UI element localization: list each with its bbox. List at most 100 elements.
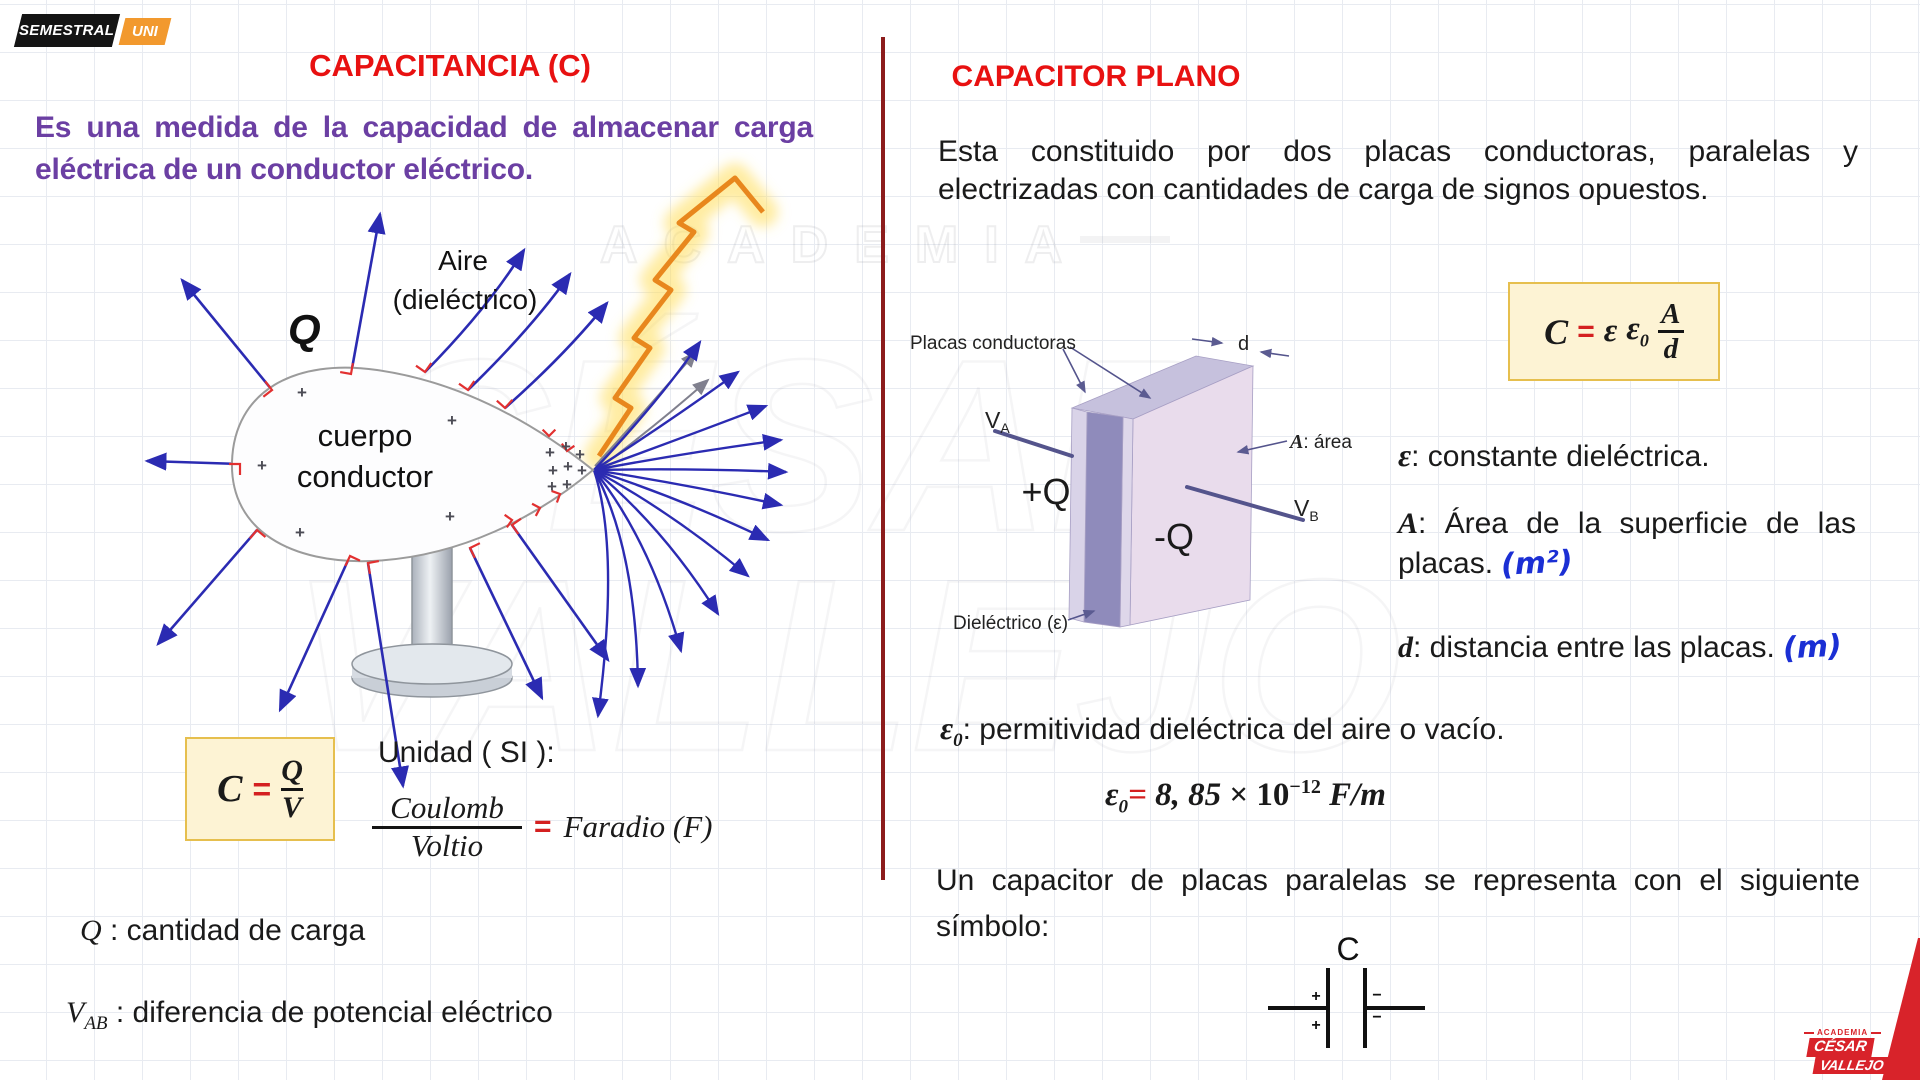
area-definition-line2: placas. (m²)	[1398, 544, 1856, 584]
capacitor-symbol-label: C	[1336, 931, 1359, 967]
svg-text:+: +	[548, 461, 558, 480]
charge-symbol: Q	[80, 914, 102, 947]
formula-fraction: A d	[1657, 297, 1684, 364]
charge-definition: Q : cantidad de carga	[80, 914, 365, 948]
symbol-sentence-line2: símbolo:	[936, 910, 1050, 943]
capacitor-symbol-wires	[1268, 968, 1425, 1048]
epsilon-symbol: ε	[1603, 313, 1618, 349]
svg-text:+: +	[575, 445, 585, 464]
epsilon0-definition: ε0: permitividad dieléctrica del aire o …	[940, 710, 1505, 752]
epsilon-definition-text: : constante dieléctrica.	[1411, 440, 1710, 473]
svg-text:+: +	[1311, 1017, 1320, 1034]
right-title: CAPACITOR PLANO	[951, 60, 1241, 93]
svg-text:+: +	[545, 443, 555, 462]
unit-denominator: Voltio	[410, 827, 484, 863]
cesar-vallejo-logo: ACADEMIA CÉSAR VALLEJO	[1786, 1028, 1896, 1075]
value-equals: =	[1128, 777, 1147, 813]
academia-label-row: ACADEMIA	[1804, 1028, 1896, 1037]
potential-definition-text: : diferencia de potencial eléctrico	[107, 996, 553, 1029]
epsilon0-symbol: ε0	[1626, 311, 1649, 352]
svg-text:+: +	[1311, 988, 1320, 1005]
formula-numerator: A	[1661, 297, 1681, 330]
plates-arrow-1	[1062, 348, 1086, 394]
plus-q-label: +Q	[1021, 471, 1070, 512]
epsilon0-definition-text: : permitividad dieléctrica del aire o va…	[962, 713, 1505, 746]
plates-label: Placas conductoras	[910, 333, 1076, 354]
pedestal	[351, 547, 513, 698]
epsilon-symbol: ε	[1398, 437, 1412, 473]
charged-conductor-diagram: + + + + + + + + + + + + + Q Aire (dieléc…	[144, 163, 789, 789]
value-exponent: −12	[1289, 776, 1321, 798]
capacitor-plates	[1068, 355, 1255, 628]
surface-charges: + + + + + + + + + + + + +	[257, 383, 587, 542]
semestral-label: SEMESTRAL	[19, 22, 115, 39]
corner-red-wedge	[1882, 938, 1920, 1080]
svg-text:+: +	[577, 461, 587, 480]
conductor-body-shape	[230, 366, 595, 563]
potential-symbol: V	[66, 996, 85, 1029]
dielectric-label: Dieléctrico (ε)	[953, 613, 1068, 634]
epsilon0-symbol: ε	[940, 710, 954, 746]
air-label: Aire	[438, 245, 488, 276]
cesar-band: CÉSAR	[1806, 1038, 1875, 1057]
dash-decoration	[1871, 1031, 1882, 1034]
area-symbol: A	[1398, 507, 1419, 540]
value-unit: F/m	[1320, 777, 1386, 813]
area-definition-text2: placas.	[1398, 547, 1494, 580]
d-arrow-left	[1259, 348, 1290, 359]
semestral-badge: SEMESTRAL	[13, 14, 121, 47]
vb-lead-line	[1185, 485, 1305, 522]
value-mantissa: 8, 85	[1146, 777, 1230, 813]
unit-result: Faradio (F)	[563, 809, 713, 845]
d-arrow-right	[1191, 336, 1224, 347]
svg-text:+: +	[547, 477, 557, 496]
formula-denominator: V	[282, 790, 303, 824]
value-base: 10	[1256, 777, 1290, 813]
tip-fan-arrows	[592, 340, 789, 719]
svg-text:+: +	[445, 507, 455, 526]
times-sign: ×	[1229, 777, 1257, 813]
svg-text:+: +	[295, 523, 305, 542]
uni-label: UNI	[132, 23, 158, 40]
unit-equals: =	[534, 810, 552, 844]
formula-equals: =	[252, 770, 272, 807]
body-label-line1: cuerpo	[318, 418, 413, 453]
left-intro-line2: eléctrica de un conductor eléctrico.	[35, 153, 533, 186]
minus-q-label: -Q	[1154, 516, 1194, 557]
area-definition-line1: A: Área de la superficie de las	[1398, 504, 1856, 544]
dielectric-arrow	[1067, 609, 1096, 621]
distance-symbol: d	[1398, 631, 1413, 664]
svg-text:+: +	[563, 457, 573, 476]
plane-capacitor-formula-box: C = ε ε0 A d	[1508, 282, 1720, 381]
charge-definition-text: : cantidad de carga	[101, 914, 366, 947]
svg-text:+: +	[257, 456, 267, 475]
formula-lhs: C	[1544, 311, 1569, 352]
left-intro: Es una medida de la capacidad de almacen…	[35, 107, 813, 191]
right-intro-line1: Esta constituido por dos placas conducto…	[938, 135, 1858, 168]
distance-unit-handwritten: (m)	[1782, 628, 1843, 667]
academia-label: ACADEMIA	[1817, 1028, 1869, 1037]
distance-definition-text: : distancia entre las placas.	[1413, 631, 1775, 664]
unit-fraction: Coulomb Voltio	[372, 790, 522, 863]
unit-numerator: Coulomb	[390, 790, 504, 825]
potential-definition: VAB : diferencia de potencial eléctrico	[66, 996, 553, 1035]
vb-label: VB	[1294, 495, 1319, 524]
uni-badge: UNI	[118, 18, 172, 45]
epsilon0-subscript: 0	[1118, 796, 1129, 818]
right-intro: Esta constituido por dos placas conducto…	[938, 133, 1858, 209]
svg-text:+: +	[561, 437, 571, 456]
left-plate-face	[1068, 407, 1088, 623]
svg-text:−: −	[1372, 1009, 1381, 1026]
leader-lines	[993, 336, 1305, 621]
unit-expression: Coulomb Voltio = Faradio (F)	[372, 790, 713, 863]
formula-fraction: Q V	[281, 755, 303, 823]
charge-label: Q	[288, 306, 321, 354]
unit-heading: Unidad ( SI ):	[378, 736, 555, 769]
formula-numerator: Q	[281, 754, 303, 787]
watermark-dash	[1080, 236, 1170, 243]
left-title: CAPACITANCIA (C)	[309, 48, 591, 83]
va-label: VA	[985, 407, 1010, 436]
column-divider	[881, 37, 885, 880]
left-intro-line1: Es una medida de la capacidad de almacen…	[35, 111, 813, 144]
